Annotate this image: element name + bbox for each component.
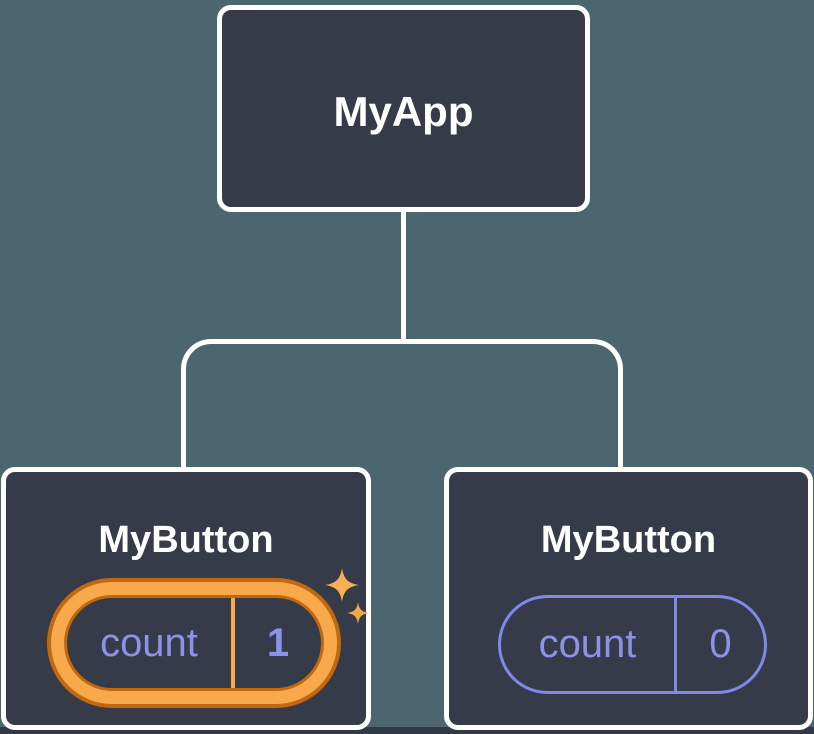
state-value-label: 0 xyxy=(709,622,732,666)
state-pill-divider xyxy=(674,598,677,691)
component-node-mybutton-left: MyButton count 1 xyxy=(1,467,371,730)
tree-connector-branch xyxy=(181,339,623,472)
state-pill-highlighted: count 1 xyxy=(47,578,341,708)
component-node-mybutton-right: MyButton count 0 xyxy=(444,467,813,730)
state-pill-divider xyxy=(231,598,235,688)
state-pill: count 0 xyxy=(498,595,767,694)
state-key-label: count xyxy=(538,622,637,666)
state-value-label: 1 xyxy=(266,620,290,665)
component-node-myapp: MyApp xyxy=(217,5,590,212)
state-pill-highlighted-inner: count 1 xyxy=(64,595,324,691)
sparkles-icon xyxy=(325,568,369,624)
component-label-myapp: MyApp xyxy=(333,87,474,135)
state-key-label: count xyxy=(100,620,198,665)
component-label-mybutton-left: MyButton xyxy=(98,519,274,561)
component-label-mybutton-right: MyButton xyxy=(540,519,717,561)
tree-connector-stem xyxy=(401,210,406,344)
bottom-edge-strip xyxy=(0,727,814,734)
